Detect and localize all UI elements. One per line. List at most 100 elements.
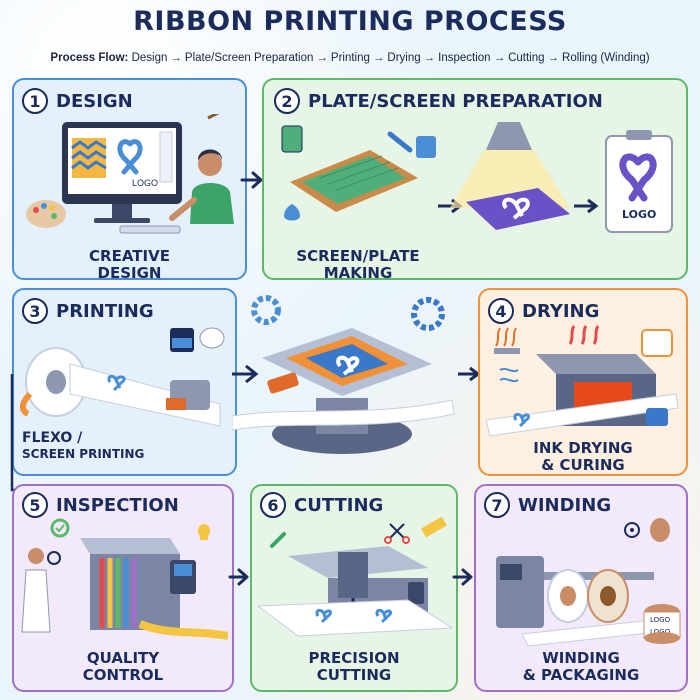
flow-arrow: → xyxy=(423,52,436,64)
panel-header: 6 CUTTING xyxy=(260,492,383,518)
flow-step-inspection: Inspection xyxy=(438,52,491,64)
step-number: 1 xyxy=(22,88,48,114)
panel-header: 5 INSPECTION xyxy=(22,492,179,518)
designer-illustration: LOGO xyxy=(26,114,234,234)
panel-caption: FLEXO / SCREEN PRINTING xyxy=(22,430,144,462)
screen-logo-text: LOGO xyxy=(132,178,158,188)
flow-step-printing: Printing xyxy=(330,52,370,64)
panel-drying: 4 DRYING INK DRYING & CURING xyxy=(478,288,688,476)
caption-line-2: & PACKAGING xyxy=(522,666,640,684)
flow-step-cutting: Cutting xyxy=(508,52,545,64)
check-icon xyxy=(50,518,70,538)
panel-inspection: 5 INSPECTION QUALITY CONTROL xyxy=(12,484,234,692)
flow-step-drying: Drying xyxy=(387,52,421,64)
scissors-icon xyxy=(389,523,405,539)
arrow-right-icon xyxy=(458,366,481,382)
step-number: 2 xyxy=(274,88,300,114)
heater-icon xyxy=(641,329,673,357)
thread-spool-icon xyxy=(650,518,670,542)
ruler-icon xyxy=(421,516,447,538)
caption-line-1: SCREEN/PLATE xyxy=(296,247,420,265)
caption-line-1: INK DRYING xyxy=(533,439,633,457)
caption-line-1: QUALITY xyxy=(86,649,160,667)
lamp-icon xyxy=(486,122,532,150)
step-title: PLATE/SCREEN PREPARATION xyxy=(308,90,603,112)
panel-header: 2 PLATE/SCREEN PREPARATION xyxy=(274,88,603,114)
caption-line-2: CUTTING xyxy=(316,666,392,684)
printing-press-illustration xyxy=(232,295,481,454)
arrow-right-icon xyxy=(574,198,599,214)
flow-step-design: Design xyxy=(131,52,168,64)
cutting-machine-illustration xyxy=(258,516,452,637)
control-icon xyxy=(646,408,668,426)
spool-label: LOGO xyxy=(650,628,671,636)
caption-line-1: FLEXO / xyxy=(22,430,83,446)
process-flow-line: Process Flow: Design→Plate/Screen Prepar… xyxy=(0,52,700,64)
caption-line-2: & CURING xyxy=(541,456,625,474)
panel-caption: WINDING & PACKAGING xyxy=(476,650,686,684)
designer-icon xyxy=(198,152,222,176)
flow-arrow: → xyxy=(372,52,385,64)
flow-arrow: → xyxy=(316,52,328,64)
step-number: 4 xyxy=(488,298,514,324)
cutter-icon xyxy=(270,532,286,548)
page-title: RIBBON PRINTING PROCESS xyxy=(133,6,567,37)
panel-caption: PRECISION CUTTING xyxy=(252,650,456,684)
spool-icon xyxy=(199,327,225,349)
panel-design: 1 DESIGN LOGO CREATIVE DESIGN xyxy=(12,78,247,282)
inspector-icon xyxy=(28,548,44,564)
panel-caption: QUALITY CONTROL xyxy=(14,650,232,684)
caption-line-2: CONTROL xyxy=(82,666,164,684)
panel-caption: INK DRYING & CURING xyxy=(480,440,686,474)
caption-line-2: DESIGN xyxy=(97,264,162,282)
panel-printing: 3 PRINTING FLEXO / SCREEN PRINTING xyxy=(12,288,237,476)
drying-tunnel-illustration xyxy=(486,325,679,437)
panel-cutting: 6 CUTTING PRECISION CUTTING xyxy=(250,484,458,692)
process-flow-label: Process Flow: xyxy=(50,52,129,64)
panel-winding: 7 WINDING LOGO LOGO WINDING & PACKAGING xyxy=(474,484,688,692)
caption-line-1: WINDING xyxy=(542,649,620,667)
step-number: 7 xyxy=(484,492,510,518)
step-title: WINDING xyxy=(518,494,612,516)
flow-step-plate: Plate/Screen Preparation xyxy=(184,52,314,64)
gear-icon xyxy=(411,297,445,331)
arrow-right-icon xyxy=(228,568,249,586)
spool-icon xyxy=(624,522,640,538)
flow-arrow: → xyxy=(547,52,560,64)
step-title: DESIGN xyxy=(56,90,133,112)
panel-plate-preparation: 2 PLATE/SCREEN PREPARATION LOGO SCREEN/P… xyxy=(262,78,688,282)
step-title: PRINTING xyxy=(56,300,154,322)
flow-arrow: → xyxy=(493,52,506,64)
panel-header: 1 DESIGN xyxy=(22,88,133,114)
arrow-right-icon xyxy=(452,568,473,586)
caption-line-2: MAKING xyxy=(323,264,393,282)
gear-icon xyxy=(251,295,281,325)
panel-header: 7 WINDING xyxy=(484,492,611,518)
step-title: DRYING xyxy=(522,300,600,322)
plate-preparation-illustration: LOGO xyxy=(281,122,673,233)
step-number: 5 xyxy=(22,492,48,518)
brush-icon xyxy=(207,114,220,120)
flow-arrow: → xyxy=(170,52,182,64)
panel-header: 3 PRINTING xyxy=(22,298,154,324)
panel-caption: CREATIVE DESIGN xyxy=(14,248,245,282)
step-number: 3 xyxy=(22,298,48,324)
inspection-illustration xyxy=(21,518,228,640)
heat-icon xyxy=(495,327,517,347)
step-title: CUTTING xyxy=(294,494,384,516)
caption-line-1: CREATIVE xyxy=(89,247,170,265)
brush-icon xyxy=(387,131,413,153)
step-number: 6 xyxy=(260,492,286,518)
printing-roll-illustration xyxy=(20,327,225,427)
arrow-right-icon xyxy=(232,364,259,384)
magnifier-icon xyxy=(47,551,61,565)
clipboard-logo-text: LOGO xyxy=(622,208,656,221)
arrow-right-icon xyxy=(240,171,263,189)
step-title: INSPECTION xyxy=(56,494,179,516)
caption-line-1: PRECISION xyxy=(308,649,400,667)
flow-step-winding: Rolling (Winding) xyxy=(562,52,650,64)
caption-line-2: SCREEN PRINTING xyxy=(22,447,145,461)
panel-caption: SCREEN/PLATE MAKING xyxy=(278,248,438,282)
panel-header: 4 DRYING xyxy=(488,298,599,324)
bulb-icon xyxy=(197,524,211,540)
